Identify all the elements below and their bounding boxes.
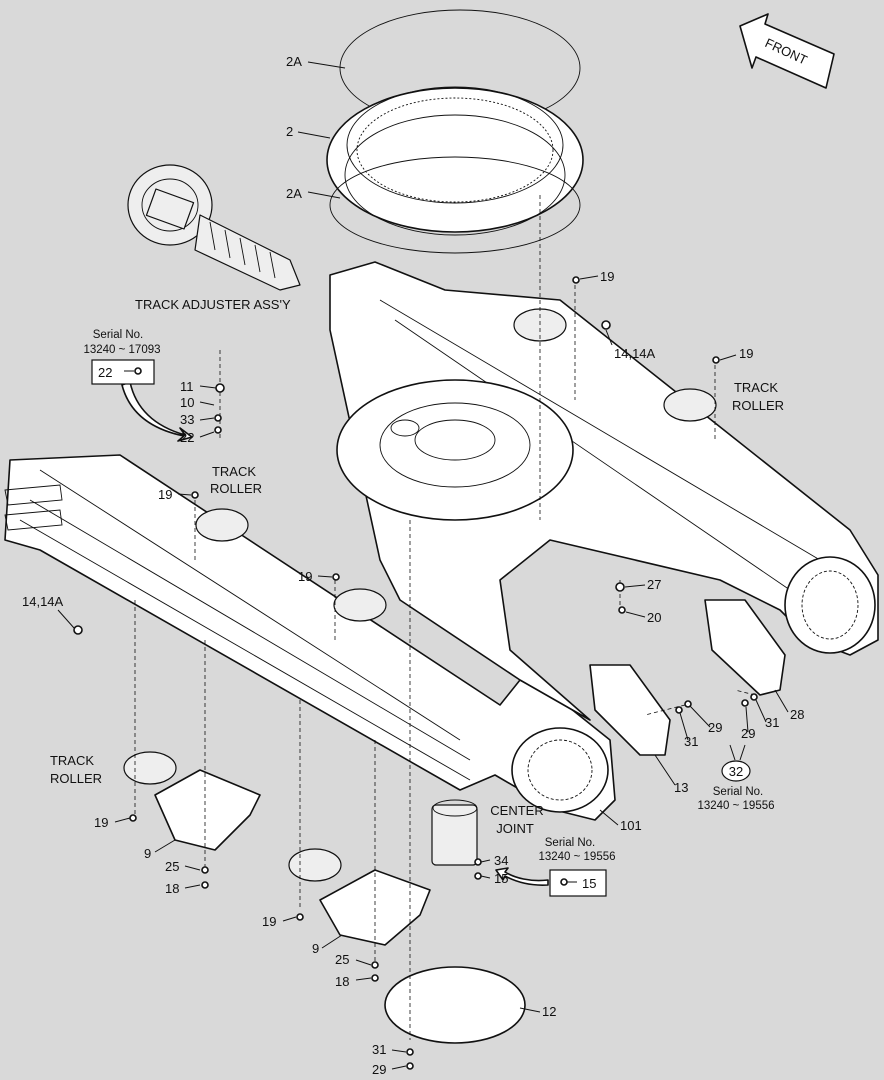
callout-31-a: 31 (684, 734, 698, 749)
callout-29-b: 29 (741, 726, 755, 741)
track-roller-label-2a: TRACK (212, 464, 256, 479)
callout-11: 11 (180, 379, 194, 394)
callout-19-c: 19 (158, 487, 172, 502)
leader-lines (57, 61, 789, 1070)
track-roller-label-3a: TRACK (50, 753, 94, 768)
callout-2a-top: 2A (286, 54, 302, 69)
callout-19-a: 19 (600, 269, 614, 284)
callout-28: 28 (790, 707, 804, 722)
callout-27: 27 (647, 577, 661, 592)
serial-box-b: Serial No. 13240 ~ 19556 15 (538, 837, 616, 897)
callout-19-d: 19 (298, 569, 312, 584)
callout-25-a: 25 (165, 859, 179, 874)
center-joint (431, 799, 478, 866)
track-roller-label-1b: ROLLER (732, 398, 784, 413)
center-joint-label-a: CENTER (490, 803, 543, 818)
callout-12: 12 (542, 1004, 556, 1019)
callout-25-b: 25 (335, 952, 349, 967)
bottom-cover (384, 966, 526, 1044)
callout-101: 101 (620, 818, 642, 833)
callout-15: 15 (494, 871, 508, 886)
serial-box-b-range: 13240 ~ 19556 (538, 851, 615, 863)
callout-13: 13 (674, 780, 688, 795)
serial-arrow-b (495, 867, 549, 886)
roller-guards (154, 769, 431, 946)
serial-box-a-title: Serial No. (93, 329, 144, 341)
serial-box-c-range: 13240 ~ 19556 (697, 800, 774, 812)
callout-9-a: 9 (144, 846, 151, 861)
callout-33: 33 (180, 412, 194, 427)
track-roller-label-2b: ROLLER (210, 481, 262, 496)
track-roller-label-3b: ROLLER (50, 771, 102, 786)
callout-31-b: 31 (765, 715, 779, 730)
callout-9-b: 9 (312, 941, 319, 956)
covers (589, 599, 786, 756)
callout-34: 34 (494, 853, 508, 868)
callout-31-c: 31 (372, 1042, 386, 1057)
descriptive-labels: TRACK ADJUSTER ASS'Y TRACK ROLLER TRACK … (50, 297, 784, 836)
fasteners (73, 276, 758, 1070)
center-joint-label-b: JOINT (496, 821, 534, 836)
swing-bearing (326, 9, 584, 254)
track-adjuster-label: TRACK ADJUSTER ASS'Y (135, 297, 291, 312)
lower-frame (4, 261, 879, 821)
callout-10: 10 (180, 395, 194, 410)
serial-box-a: Serial No. 13240 ~ 17093 22 (83, 329, 161, 385)
callout-2a-bottom: 2A (286, 186, 302, 201)
callout-29-c: 29 (372, 1062, 386, 1077)
callout-22: 22 (180, 430, 194, 445)
serial-box-a-item: 22 (98, 365, 112, 380)
serial-box-a-range: 13240 ~ 17093 (83, 344, 160, 356)
serial-box-c: 32 Serial No. 13240 ~ 19556 (697, 760, 775, 812)
serial-arrow-a (121, 381, 193, 442)
callout-19-f: 19 (262, 914, 276, 929)
assembly-lines (134, 195, 756, 1040)
serial-box-c-title: Serial No. (713, 786, 764, 798)
track-roller-label-1a: TRACK (734, 380, 778, 395)
callout-18-a: 18 (165, 881, 179, 896)
callout-29-a: 29 (708, 720, 722, 735)
serial-box-b-item: 15 (582, 876, 596, 891)
callout-14-b: 14,14A (22, 594, 64, 609)
callout-19-b: 19 (739, 346, 753, 361)
callout-2: 2 (286, 124, 293, 139)
callout-20: 20 (647, 610, 661, 625)
front-arrow: FRONT (739, 13, 835, 89)
callout-14-a: 14,14A (614, 346, 656, 361)
callout-numbers: 2A 2 2A 19 14,14A 19 11 10 33 22 19 19 1… (22, 54, 804, 1077)
callout-18-b: 18 (335, 974, 349, 989)
callout-19-e: 19 (94, 815, 108, 830)
callout-32: 32 (729, 764, 743, 779)
track-adjuster-assembly (127, 164, 301, 291)
serial-box-b-title: Serial No. (545, 837, 596, 849)
